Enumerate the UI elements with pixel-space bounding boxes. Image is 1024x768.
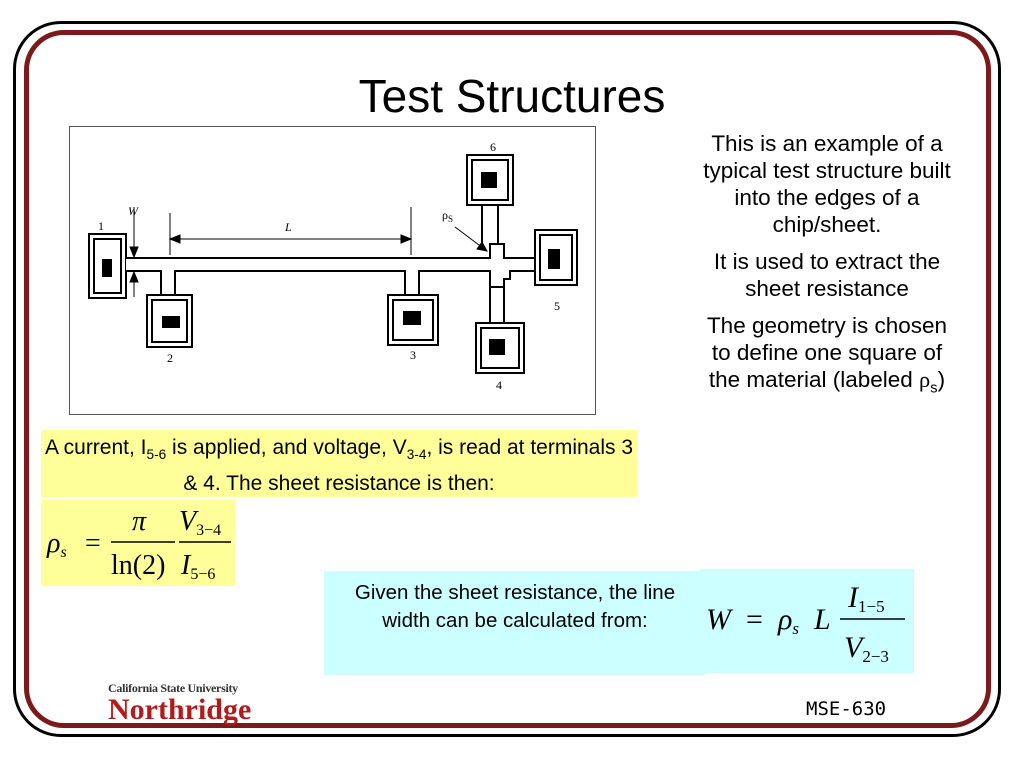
slide-title: Test Structures — [358, 70, 666, 122]
eq1-equals: = — [85, 528, 101, 559]
side-paragraph-geometry: The geometry is chosen to define one squ… — [706, 313, 948, 397]
csun-logo: California State University Northridge — [108, 681, 268, 729]
course-code: MSE-630 — [806, 698, 887, 720]
eq1-current: I5−6 — [180, 550, 215, 583]
eq2-voltage: V2−3 — [844, 631, 889, 666]
line-width-equation: W = ρs L I1−5 V2−3 — [700, 569, 914, 673]
current-note: A current, I5-6 is applied, and voltage,… — [41, 430, 637, 497]
label-length: L — [284, 220, 292, 234]
label-width: W — [128, 204, 139, 218]
test-structure-diagram: 1 2 3 4 5 6 W L ρS — [69, 126, 596, 415]
label-terminal-2: 2 — [167, 351, 173, 365]
side-text: This is an example of a typical test str… — [696, 130, 958, 413]
eq2-l: L — [813, 603, 831, 636]
eq2-rho: ρs — [777, 603, 799, 638]
label-terminal-6: 6 — [490, 140, 496, 154]
slide-inner-frame — [24, 30, 991, 728]
eq2-w: W — [706, 603, 734, 636]
side-paragraph-purpose: It is used to extract the sheet resistan… — [713, 249, 941, 301]
label-terminal-3: 3 — [410, 348, 416, 362]
sheet-resistance-equation: ρs = π ln(2) V3−4 I5−6 — [41, 500, 235, 586]
eq1-ln2: ln(2) — [111, 550, 165, 581]
logo-line-2: Northridge — [108, 693, 252, 726]
label-terminal-1: 1 — [98, 219, 104, 233]
label-terminal-4: 4 — [496, 378, 502, 392]
label-terminal-5: 5 — [554, 299, 560, 313]
slide-outer-frame — [13, 21, 1001, 737]
logo-line-1: California State University — [108, 681, 238, 695]
eq2-current: I1−5 — [847, 581, 885, 616]
eq1-voltage: V3−4 — [179, 506, 221, 539]
test-structure-drawing: 1 2 3 4 5 6 W L ρS — [88, 140, 578, 392]
eq2-equals: = — [746, 603, 763, 636]
main-line — [126, 243, 551, 296]
label-rho: ρS — [442, 208, 453, 224]
side-paragraph-example: This is an example of a typical test str… — [703, 131, 951, 237]
width-note: Given the sheet resistance, the line wid… — [324, 571, 706, 675]
eq1-pi: π — [132, 506, 147, 537]
eq1-rho: ρs — [46, 528, 67, 561]
